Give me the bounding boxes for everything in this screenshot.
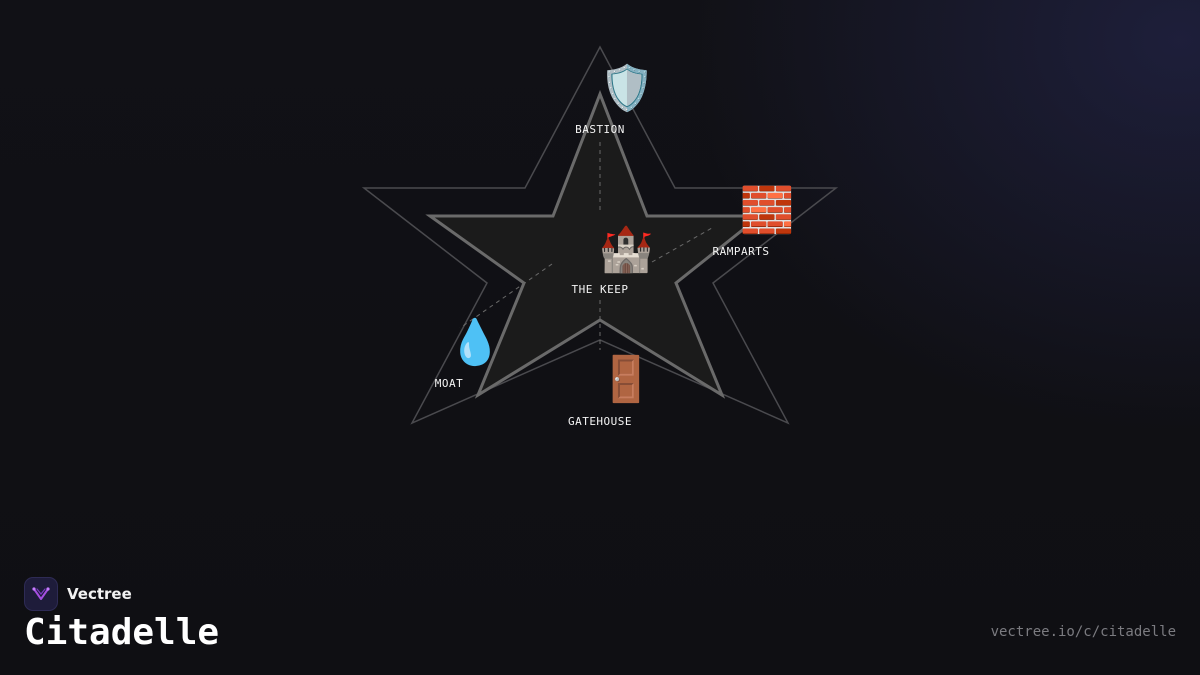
- page-title: Citadelle: [24, 612, 220, 653]
- node-bastion: 🛡️: [600, 64, 655, 114]
- water-drop-icon: 💧: [447, 317, 503, 368]
- connector-moat: [459, 263, 553, 329]
- shield-icon: 🛡️: [599, 63, 655, 114]
- vectree-logo-icon: [24, 577, 58, 611]
- node-the-keep: 🏰: [599, 225, 654, 275]
- door-icon: 🚪: [598, 354, 654, 405]
- page-url[interactable]: vectree.io/c/citadelle: [990, 624, 1176, 640]
- castle-icon: 🏰: [598, 224, 654, 275]
- node-gatehouse: 🚪: [599, 355, 654, 405]
- brand[interactable]: Vectree: [24, 577, 132, 611]
- node-moat: 💧: [448, 318, 503, 368]
- brand-name: Vectree: [67, 585, 132, 603]
- connector-ramparts: [651, 227, 713, 263]
- brick-wall-icon: 🧱: [739, 185, 795, 236]
- node-label-bastion: BASTION: [575, 123, 625, 136]
- node-label-gatehouse: GATEHOUSE: [567, 415, 633, 428]
- node-label-ramparts: RAMPARTS: [712, 245, 770, 258]
- node-label-the-keep: THE KEEP: [571, 283, 629, 296]
- node-label-moat: MOAT: [434, 377, 464, 390]
- node-ramparts: 🧱: [740, 186, 795, 236]
